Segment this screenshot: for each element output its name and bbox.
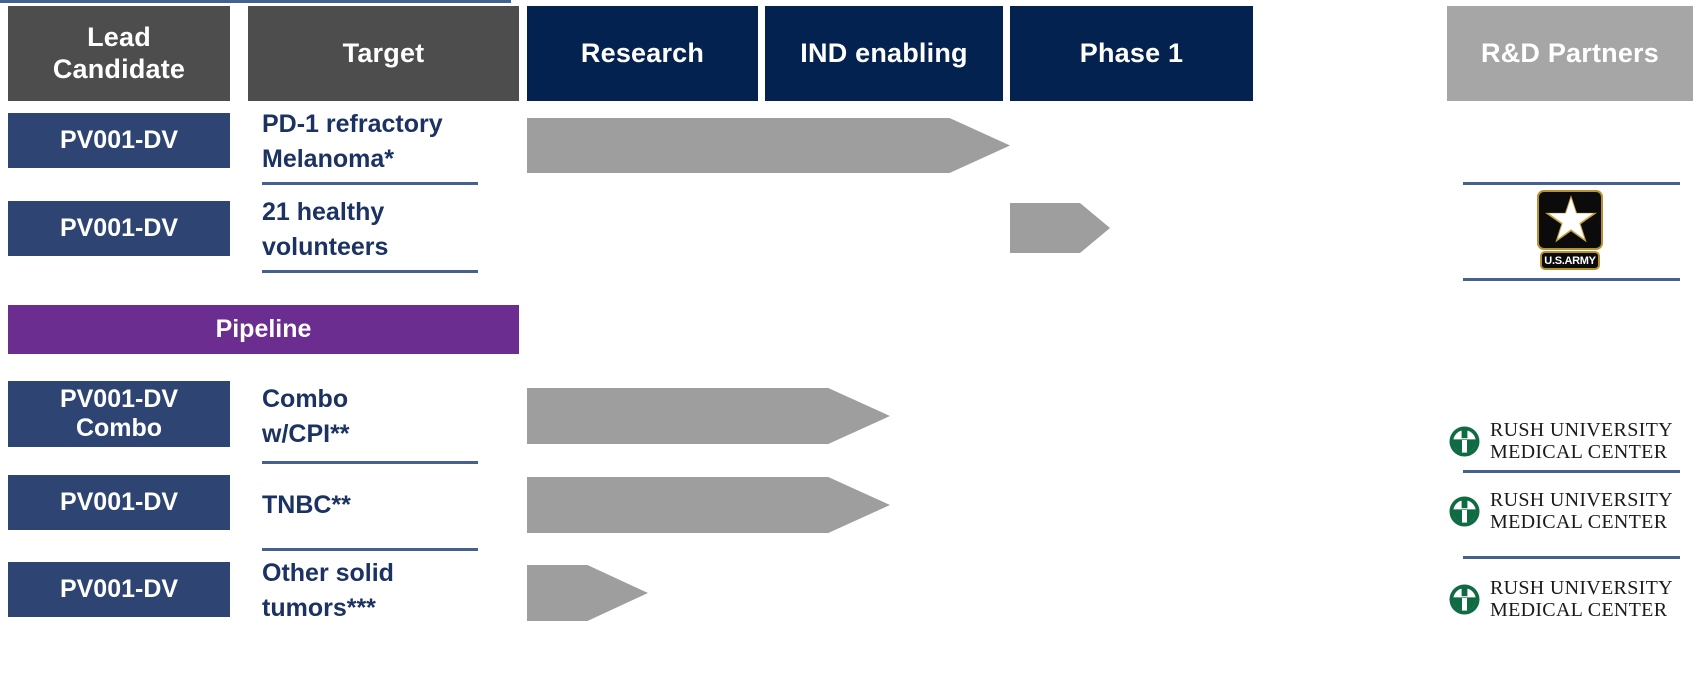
target-label-row-3-line2: w/CPI**: [262, 419, 350, 448]
candidate-label-row-1: PV001-DV: [59, 125, 179, 154]
pipeline-band-separator: [0, 0, 511, 3]
target-separator-row-4: [262, 548, 478, 551]
header-stage-ind-enabling: IND enabling: [765, 6, 1003, 101]
partner-separator-row-4: [1463, 556, 1680, 559]
partner-separator-after-army: [1463, 278, 1680, 281]
target-label-row-4: TNBC**: [262, 488, 351, 523]
progress-arrow-row-3: [527, 388, 890, 444]
rush-mark-icon: [1448, 583, 1481, 616]
target-separator-row-1: [262, 182, 478, 185]
candidate-box-row-1: PV001-DV: [8, 113, 230, 168]
rush-wordmark-line2: MEDICAL CENTER: [1490, 598, 1668, 621]
progress-arrow-row-4: [527, 477, 890, 533]
target-separator-row-2: [262, 270, 478, 273]
header-lead-candidate: Lead Candidate: [8, 6, 230, 101]
rush-wordmark: RUSH UNIVERSITY MEDICAL CENTER: [1490, 419, 1673, 463]
target-label-row-2-line2: volunteers: [262, 232, 389, 261]
target-label-row-1-line1: PD-1 refractory: [262, 110, 443, 138]
target-label-row-2-line1: 21 healthy: [262, 198, 385, 226]
army-logo-wordmark: U.S.ARMY: [1540, 251, 1600, 270]
rush-mark-icon: [1448, 425, 1481, 458]
target-label-row-5-line1: Other solid: [262, 559, 394, 587]
candidate-box-row-3: PV001-DV Combo: [8, 381, 230, 447]
target-label-row-1-line2: Melanoma*: [262, 144, 394, 173]
candidate-label-row-4: PV001-DV: [59, 487, 179, 516]
rush-wordmark-line2: MEDICAL CENTER: [1490, 440, 1668, 463]
us-army-logo-icon: U.S.ARMY: [1537, 190, 1603, 270]
target-label-row-3: Combo w/CPI**: [262, 382, 350, 451]
target-separator-row-3: [262, 461, 478, 464]
rush-mark-icon: [1448, 495, 1481, 528]
candidate-box-row-4: PV001-DV: [8, 475, 230, 530]
target-label-row-4-line1: TNBC**: [262, 491, 351, 519]
rush-logo-row-5: RUSH UNIVERSITY MEDICAL CENTER: [1448, 577, 1673, 621]
rush-logo-row-3: RUSH UNIVERSITY MEDICAL CENTER: [1448, 419, 1673, 463]
army-star-icon: [1548, 198, 1594, 239]
rush-wordmark-line1: RUSH UNIVERSITY: [1490, 577, 1673, 599]
candidate-box-row-2: PV001-DV: [8, 201, 230, 256]
rush-wordmark: RUSH UNIVERSITY MEDICAL CENTER: [1490, 489, 1673, 533]
target-label-row-2: 21 healthy volunteers: [262, 195, 388, 264]
header-stage-phase-1: Phase 1: [1010, 6, 1253, 101]
target-label-row-5-line2: tumors***: [262, 593, 376, 622]
target-label-row-5: Other solid tumors***: [262, 556, 394, 625]
header-lead-candidate-line2: Candidate: [52, 53, 186, 84]
partner-separator-row-3: [1463, 470, 1680, 473]
rush-wordmark: RUSH UNIVERSITY MEDICAL CENTER: [1490, 577, 1673, 621]
candidate-label-row-5: PV001-DV: [59, 574, 179, 603]
pipeline-section-band: Pipeline: [8, 305, 519, 354]
rush-logo-row-4: RUSH UNIVERSITY MEDICAL CENTER: [1448, 489, 1673, 533]
header-stage-research: Research: [527, 6, 758, 101]
header-target: Target: [248, 6, 519, 101]
rush-wordmark-line1: RUSH UNIVERSITY: [1490, 419, 1673, 441]
progress-arrow-row-1: [527, 118, 1010, 173]
target-label-row-3-line1: Combo: [262, 385, 349, 413]
header-rd-partners: R&D Partners: [1447, 6, 1693, 101]
header-lead-candidate-line1: Lead: [87, 21, 151, 52]
army-logo-box: [1537, 190, 1603, 250]
progress-arrow-row-2: [1010, 203, 1110, 253]
candidate-box-row-5: PV001-DV: [8, 562, 230, 617]
candidate-label-row-2: PV001-DV: [59, 213, 179, 242]
rush-wordmark-line2: MEDICAL CENTER: [1490, 510, 1668, 533]
candidate-label-row-3-line2: Combo: [75, 414, 163, 442]
target-label-row-1: PD-1 refractory Melanoma*: [262, 107, 443, 176]
progress-arrow-row-5: [527, 565, 648, 621]
rush-wordmark-line1: RUSH UNIVERSITY: [1490, 489, 1673, 511]
candidate-label-row-3-line1: PV001-DV: [59, 384, 179, 413]
partner-separator-top: [1463, 182, 1680, 185]
